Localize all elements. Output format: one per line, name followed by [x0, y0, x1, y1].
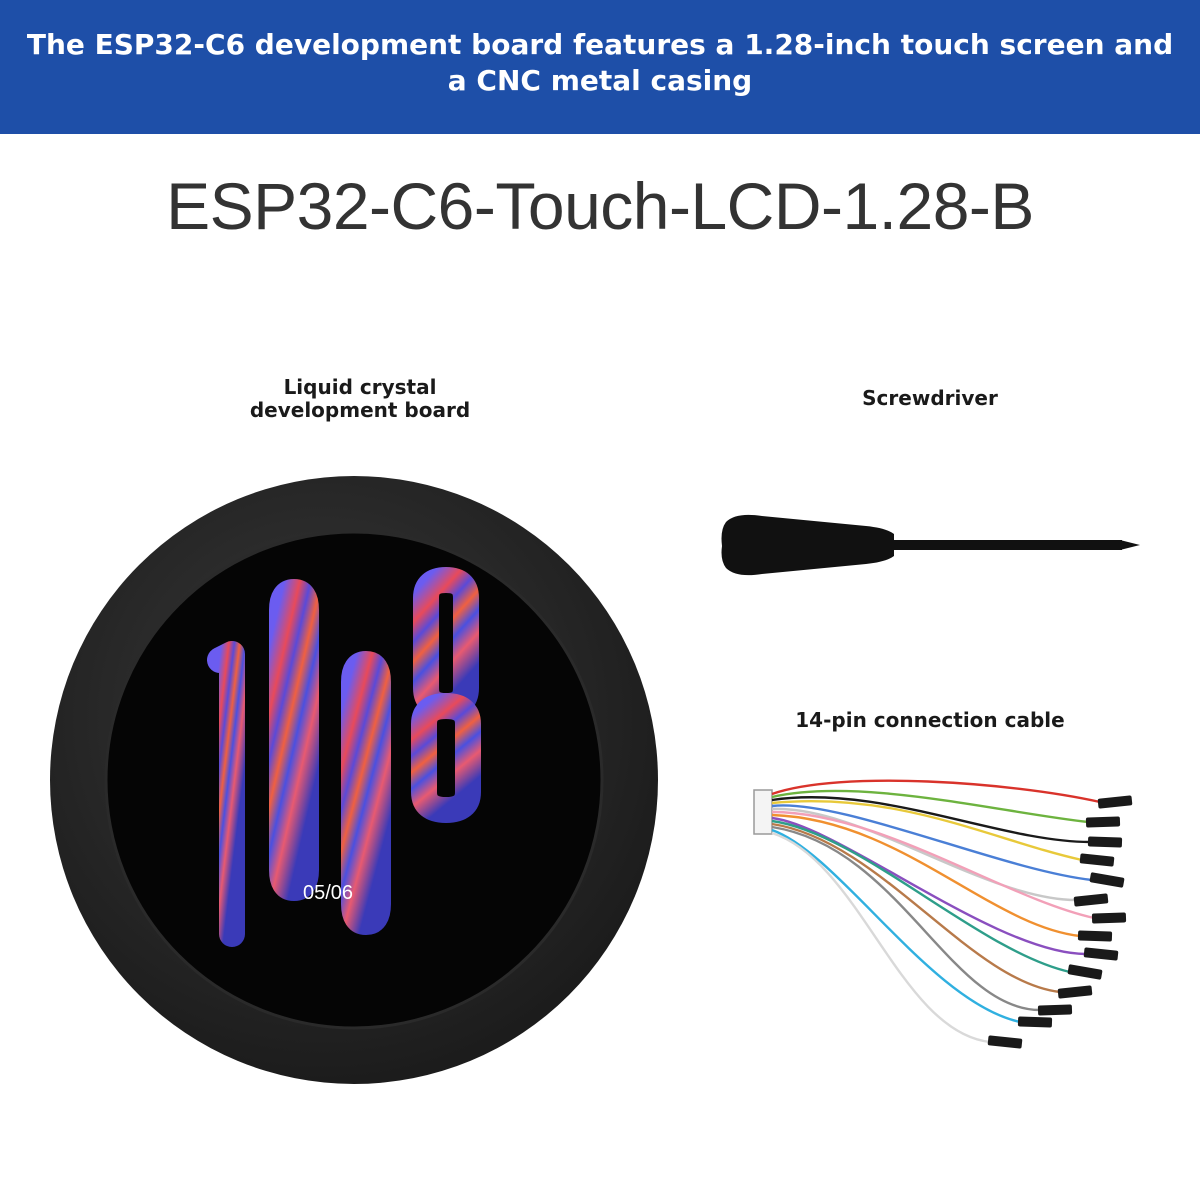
cable-label: 14-pin connection cable — [795, 708, 1065, 732]
cable-wire — [771, 807, 1077, 902]
dupont-connector — [1057, 985, 1093, 999]
cable-wire — [771, 831, 991, 1044]
dupont-connector — [1067, 964, 1103, 980]
digit-0-a — [269, 579, 319, 901]
lcd-board-graphic — [50, 476, 658, 1084]
screwdriver-label: Screwdriver — [862, 386, 998, 410]
cable-wire — [771, 804, 1093, 882]
cable-wire — [771, 822, 1061, 994]
cable-connector — [753, 789, 773, 835]
cable-wire — [771, 810, 1095, 920]
digit-8-bottom — [411, 693, 481, 823]
cable-wire — [771, 825, 1041, 1012]
dupont-connector — [1091, 912, 1127, 924]
screwdriver-image — [716, 500, 1146, 594]
cable-wire — [771, 799, 1083, 862]
cable-wire — [771, 813, 1081, 938]
dupont-connector — [1079, 853, 1115, 867]
product-title: ESP32-C6-Touch-LCD-1.28-B — [166, 169, 1034, 243]
cable-image — [720, 760, 1150, 1064]
dupont-connector — [1085, 816, 1121, 828]
cable-wire — [771, 789, 1089, 824]
lcd-board-image: 05/06 — [48, 474, 660, 1086]
cable-wire — [771, 816, 1087, 956]
dupont-connector — [1037, 1004, 1073, 1016]
lcd-board-label: Liquid crystal development board — [249, 375, 471, 422]
dupont-connector — [987, 1035, 1023, 1049]
screen-date: 05/06 — [302, 882, 354, 904]
dupont-connector — [1083, 947, 1119, 961]
dupont-connector — [1089, 872, 1125, 888]
banner-text: The ESP32-C6 development board features … — [26, 28, 1174, 97]
header-banner: The ESP32-C6 development board features … — [0, 0, 1200, 134]
cable-wire — [771, 819, 1071, 974]
cable-wire — [771, 828, 1021, 1024]
cable-wire — [771, 796, 1091, 844]
dupont-connector — [1073, 893, 1109, 907]
dupont-connector — [1097, 795, 1133, 809]
dupont-connector — [1087, 836, 1123, 848]
digit-1 — [207, 641, 245, 947]
cable-graphic — [753, 779, 1133, 1049]
screen-digits — [207, 567, 481, 947]
screwdriver-graphic — [721, 514, 1140, 576]
dupont-connector — [1017, 1016, 1053, 1028]
dupont-connector — [1077, 930, 1113, 942]
cable-wire — [771, 779, 1101, 804]
digit-0-b — [341, 651, 391, 935]
